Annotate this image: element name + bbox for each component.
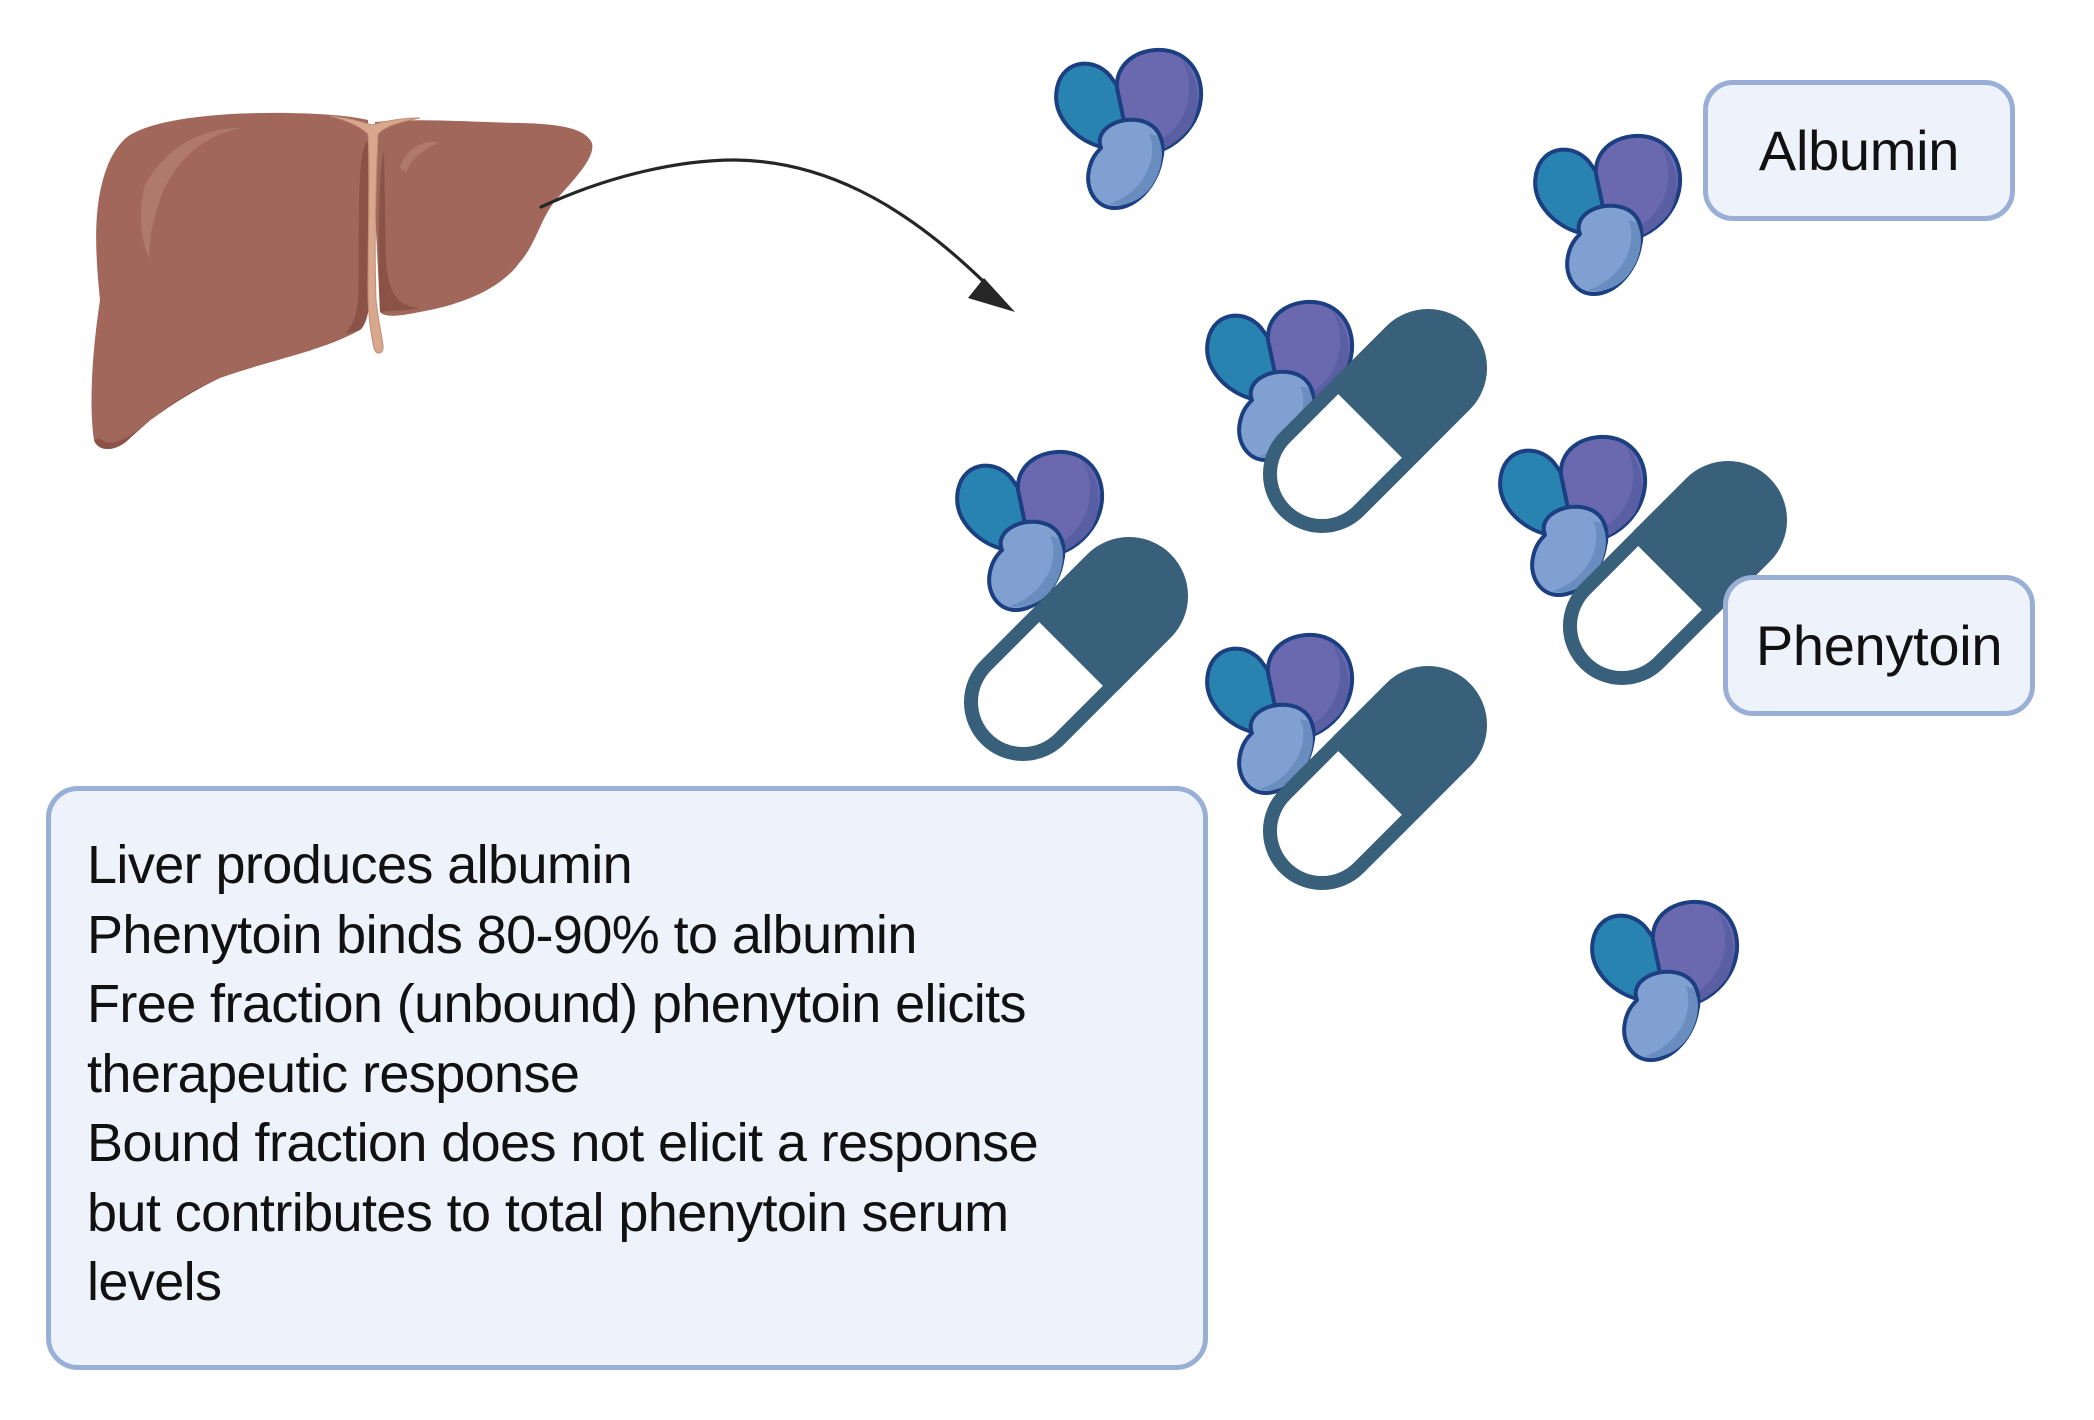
liver-ligament [329,115,421,354]
info-line: Bound fraction does not elicit a respons… [87,1113,1039,1173]
curved-arrow-icon [539,158,1015,312]
info-line: Free fraction (unbound) phenytoin elicit… [87,974,1027,1034]
info-line: but contributes to total phenytoin serum [87,1182,1009,1243]
albumin-label: Albumin [1703,80,2015,221]
info-line: Liver produces albumin [87,835,633,895]
albumin-molecule-icon [1533,133,1683,296]
phenytoin-label: Phenytoin [1723,575,2035,716]
arrow-shaft [539,158,987,285]
albumin-molecule-icon [1054,47,1204,211]
albumin-label-text: Albumin [1758,119,1960,182]
phenytoin-label-text: Phenytoin [1755,614,2003,677]
liver-icon [91,112,593,449]
info-line: Phenytoin binds 80-90% to albumin [87,904,917,965]
info-line: therapeutic response [87,1043,580,1104]
phenytoin-capsule-icon [944,513,1212,781]
info-line: levels [87,1252,222,1312]
bound-complex [944,449,1212,781]
liver-right-lobe [375,120,593,316]
bound-complex [1205,285,1511,553]
arrow-head [968,278,1015,312]
liver-left-lobe [91,112,373,449]
info-box: Liver produces albumin Phenytoin binds 8… [46,786,1208,1370]
albumin-molecule-icon [1590,899,1740,1062]
bound-complex [1205,632,1511,910]
